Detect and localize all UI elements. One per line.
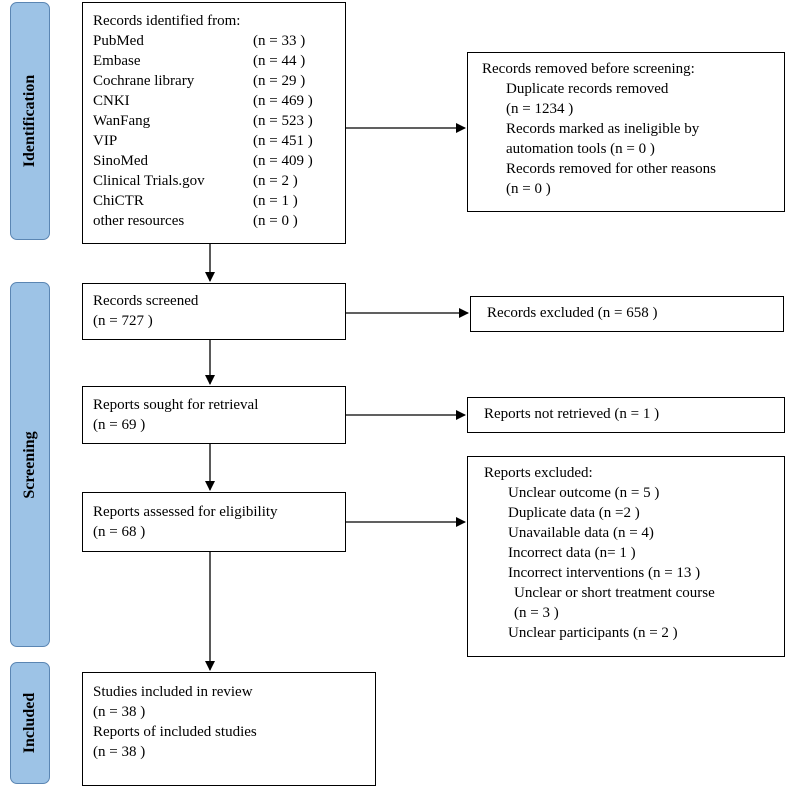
source-row: PubMed (n = 33 ): [93, 31, 345, 51]
source-row: SinoMed (n = 409 ): [93, 151, 345, 171]
source-name: SinoMed: [93, 153, 149, 169]
reports-not-retrieved-box: Reports not retrieved (n = 1 ): [467, 397, 785, 433]
source-count: (n = 409 ): [253, 153, 313, 169]
removed-line: Duplicate records removed: [506, 81, 669, 97]
source-row: Clinical Trials.gov (n = 2 ): [93, 171, 345, 191]
source-count: (n = 1 ): [253, 193, 298, 209]
phase-screening: Screening: [10, 282, 50, 647]
reports-not-retrieved-label: Reports not retrieved (n = 1 ): [484, 406, 660, 422]
source-row: WanFang (n = 523 ): [93, 111, 345, 131]
source-count: (n = 451 ): [253, 133, 313, 149]
included-reports-count: (n = 38 ): [93, 744, 146, 760]
source-count: (n = 469 ): [253, 93, 313, 109]
source-row: Embase (n = 44 ): [93, 51, 345, 71]
exclusion-reason: Unclear or short treatment course: [514, 585, 715, 601]
source-name: Cochrane library: [93, 73, 195, 89]
reports-excluded-title: Reports excluded:: [484, 465, 593, 481]
source-name: Embase: [93, 53, 141, 69]
source-count: (n = 2 ): [253, 173, 298, 189]
source-row: Cochrane library (n = 29 ): [93, 71, 345, 91]
removed-line: (n = 0 ): [506, 181, 551, 197]
records-excluded-box: Records excluded (n = 658 ): [470, 296, 784, 332]
source-count: (n = 0 ): [253, 213, 298, 229]
exclusion-reason: (n = 3 ): [514, 605, 559, 621]
reports-sought-count: (n = 69 ): [93, 417, 146, 433]
source-count: (n = 44 ): [253, 53, 306, 69]
source-row: ChiCTR (n = 1 ): [93, 191, 345, 211]
reports-assessed-box: Reports assessed for eligibility (n = 68…: [82, 492, 346, 552]
reports-assessed-label: Reports assessed for eligibility: [93, 504, 278, 520]
exclusion-reason: Incorrect data (n= 1 ): [508, 545, 636, 561]
reports-excluded-box: Reports excluded: Unclear outcome (n = 5…: [467, 456, 785, 657]
included-studies-box: Studies included in review (n = 38 ) Rep…: [82, 672, 376, 786]
exclusion-reason: Unclear participants (n = 2 ): [508, 625, 678, 641]
removed-line: Records marked as ineligible by: [506, 121, 700, 137]
records-screened-label: Records screened: [93, 293, 199, 309]
source-name: CNKI: [93, 93, 130, 109]
removed-line: Records removed for other reasons: [506, 161, 716, 177]
source-count: (n = 29 ): [253, 73, 306, 89]
exclusion-reason: Unclear outcome (n = 5 ): [508, 485, 660, 501]
included-studies-count: (n = 38 ): [93, 704, 146, 720]
included-studies-label: Studies included in review: [93, 684, 253, 700]
source-name: PubMed: [93, 33, 144, 49]
records-removed-box: Records removed before screening: Duplic…: [467, 52, 785, 212]
reports-sought-label: Reports sought for retrieval: [93, 397, 259, 413]
exclusion-reason: Duplicate data (n =2 ): [508, 505, 640, 521]
source-name: WanFang: [93, 113, 151, 129]
records-identified-box: Records identified from: PubMed (n = 33 )…: [82, 2, 346, 244]
records-screened-box: Records screened (n = 727 ): [82, 283, 346, 340]
source-count: (n = 523 ): [253, 113, 313, 129]
source-row: VIP (n = 451 ): [93, 131, 345, 151]
reports-assessed-count: (n = 68 ): [93, 524, 146, 540]
source-name: Clinical Trials.gov: [93, 173, 205, 189]
source-name: ChiCTR: [93, 193, 144, 209]
source-name: VIP: [93, 133, 118, 149]
source-name: other resources: [93, 213, 185, 229]
records-identified-title: Records identified from:: [93, 13, 241, 29]
records-excluded-label: Records excluded (n = 658 ): [487, 305, 658, 321]
reports-sought-box: Reports sought for retrieval (n = 69 ): [82, 386, 346, 444]
source-count: (n = 33 ): [253, 33, 306, 49]
records-removed-title: Records removed before screening:: [482, 61, 695, 77]
exclusion-reason: Incorrect interventions (n = 13 ): [508, 565, 701, 581]
removed-line: automation tools (n = 0 ): [506, 141, 655, 157]
removed-line: (n = 1234 ): [506, 101, 574, 117]
source-row: CNKI (n = 469 ): [93, 91, 345, 111]
phase-identification: Identification: [10, 2, 50, 240]
source-row: other resources (n = 0 ): [93, 211, 345, 231]
included-reports-label: Reports of included studies: [93, 724, 257, 740]
phase-included: Included: [10, 662, 50, 784]
exclusion-reason: Unavailable data (n = 4): [508, 525, 654, 541]
records-screened-count: (n = 727 ): [93, 313, 153, 329]
